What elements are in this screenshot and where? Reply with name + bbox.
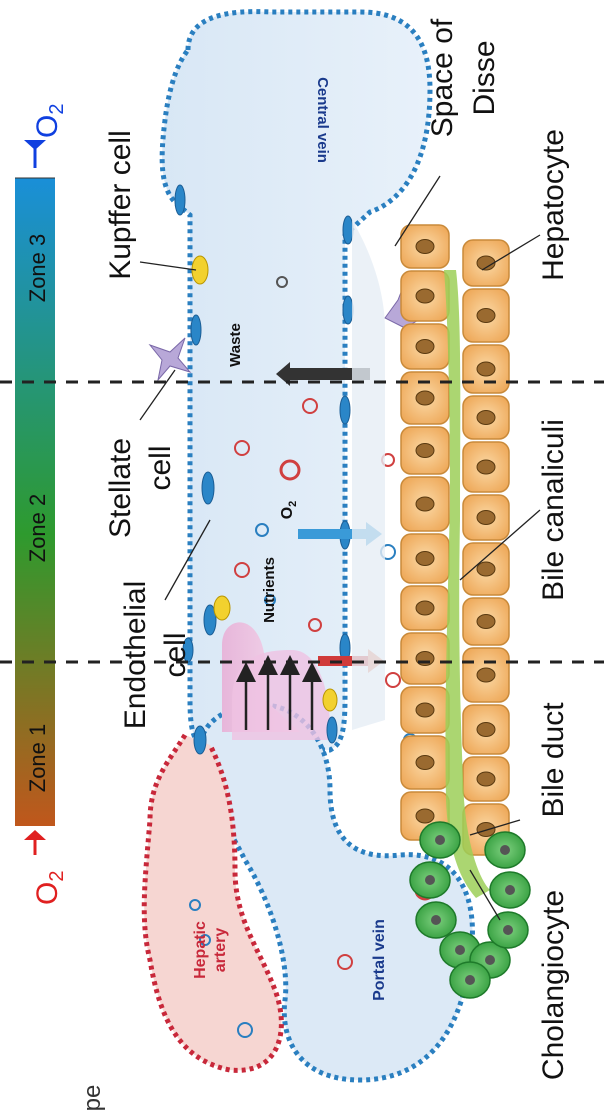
space-of-disse-label-line2: Disse bbox=[468, 40, 501, 115]
hepatocyte-nucleus bbox=[416, 601, 434, 615]
hepatocyte-nucleus bbox=[416, 391, 434, 405]
endothelial-cell-label-line1: Endothelial bbox=[119, 581, 152, 729]
hepatocyte-nucleus bbox=[477, 511, 495, 525]
hepatocyte-nucleus bbox=[416, 552, 434, 566]
hepatocyte-nucleus bbox=[416, 703, 434, 717]
hepatocyte-nucleus bbox=[416, 340, 434, 354]
hepatocyte-nucleus bbox=[416, 289, 434, 303]
svg-text:O2: O2 bbox=[31, 104, 68, 138]
o2-low-symbol: O bbox=[31, 882, 64, 905]
cholangiocyte-label: Cholangiocyte bbox=[537, 890, 570, 1080]
nutrients-label: Nutrients bbox=[261, 557, 278, 623]
o2-high-indicator: O2 bbox=[24, 104, 68, 168]
bile-duct-label: Bile duct bbox=[537, 702, 570, 818]
hepatocyte-nucleus bbox=[416, 756, 434, 770]
hepatocyte-nucleus bbox=[477, 309, 495, 323]
hepatocyte-nucleus bbox=[477, 562, 495, 576]
o2-high-symbol: O bbox=[31, 115, 64, 138]
o2-flux-subscript: 2 bbox=[287, 501, 299, 507]
hepatic-artery-label-line1: Hepatic bbox=[192, 921, 209, 979]
hepatocyte-nucleus bbox=[477, 823, 495, 837]
cholangiocyte-nucleus bbox=[435, 835, 445, 845]
cholangiocyte-nucleus bbox=[500, 845, 510, 855]
hepatocyte-nucleus bbox=[477, 411, 495, 425]
central-vein-label: Central vein bbox=[314, 77, 331, 163]
hepatocyte-nucleus bbox=[416, 809, 434, 823]
hepatocyte-nucleus bbox=[477, 615, 495, 629]
zone-1-label: Zone 1 bbox=[25, 724, 50, 793]
o2-high-subscript: 2 bbox=[46, 104, 68, 115]
stellate-cell-label-line1: Stellate bbox=[104, 438, 137, 538]
cholangiocyte-nucleus bbox=[505, 885, 515, 895]
space-of-disse-label-line1: Space of bbox=[426, 18, 459, 137]
hepatocyte-nucleus bbox=[416, 497, 434, 511]
portal-vein-label: Portal vein bbox=[371, 919, 388, 1001]
hepatocyte-nucleus bbox=[477, 362, 495, 376]
o2-low-indicator: O2 bbox=[24, 830, 68, 905]
waste-label: Waste bbox=[227, 323, 244, 367]
hepatocyte-nucleus bbox=[477, 772, 495, 786]
endothelial-cell-label-line2: cell bbox=[159, 632, 192, 677]
cholangiocyte-nucleus bbox=[503, 925, 513, 935]
o2-low-subscript: 2 bbox=[46, 871, 68, 882]
hepatocyte-nucleus bbox=[416, 240, 434, 254]
cholangiocyte-nucleus bbox=[455, 945, 465, 955]
zone-2-label: Zone 2 bbox=[25, 494, 50, 563]
hepatocyte-nucleus bbox=[477, 723, 495, 737]
hepatocyte-nucleus bbox=[477, 460, 495, 474]
hepatocyte-nucleus bbox=[477, 668, 495, 682]
cut-edge-text: pe bbox=[79, 1085, 106, 1112]
cholangiocyte-nucleus bbox=[485, 955, 495, 965]
hepatic-artery-label-line2: artery bbox=[212, 928, 229, 973]
zone-3-label: Zone 3 bbox=[25, 234, 50, 303]
hepatocyte-label: Hepatocyte bbox=[537, 129, 570, 281]
cholangiocyte-nucleus bbox=[431, 915, 441, 925]
stellate-cell-label-line2: cell bbox=[144, 445, 177, 490]
bile-canaliculi-label: Bile canaliculi bbox=[537, 419, 570, 601]
svg-text:O2: O2 bbox=[31, 871, 68, 905]
o2-flux-symbol: O bbox=[279, 507, 296, 519]
hepatocyte-nucleus bbox=[416, 444, 434, 458]
cholangiocyte-nucleus bbox=[465, 975, 475, 985]
kupffer-cell-label: Kupffer cell bbox=[104, 130, 137, 280]
space-of-disse bbox=[352, 220, 385, 730]
cholangiocyte-nucleus bbox=[425, 875, 435, 885]
